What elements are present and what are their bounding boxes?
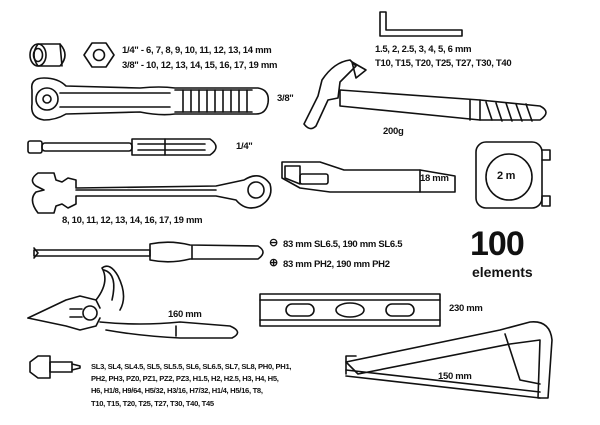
tape-measure-icon — [475, 141, 551, 209]
element-count-number: 100 — [470, 225, 525, 263]
element-count-word: elements — [472, 264, 533, 280]
bit-list-line: SL3, SL4, SL4.5, SL5, SL5.5, SL6, SL6.5,… — [91, 362, 292, 371]
screwdriver-bit-icon — [29, 355, 81, 379]
bit-list-line: T10, T15, T20, T25, T27, T30, T40, T45 — [91, 398, 214, 408]
bit-list-line: H6, H1/8, H9/64, H5/32, H3/16, H7/32, H1… — [91, 386, 263, 396]
utility-knife-icon — [281, 161, 456, 193]
pliers-icon — [27, 265, 239, 339]
bit-list-line: PH2, PH3, PZ0, PZ1, PZ2, PZ3, H1.5, H2, … — [91, 374, 279, 384]
hex-nut-icon — [83, 42, 115, 68]
socket-icon — [29, 43, 66, 67]
pliers-length-label: 160 mm — [168, 309, 202, 320]
spirit-level-icon — [259, 293, 441, 327]
flat-screwdriver-sizes-label: 83 mm SL6.5, 190 mm SL6.5 — [283, 239, 403, 250]
bit-list: SL3, SL4, SL4.5, SL5, SL5.5, SL6, SL6.5,… — [91, 361, 353, 410]
phillips-screwdriver-sizes-label: 83 mm PH2, 190 mm PH2 — [283, 259, 390, 270]
minus-symbol: ⊖ — [269, 237, 278, 249]
knife-blade-label: 18 mm — [420, 173, 449, 184]
level-length-label: 230 mm — [449, 303, 483, 314]
hammer-icon — [303, 59, 547, 130]
saw-length-label: 150 mm — [438, 371, 472, 382]
ratchet-icon — [30, 77, 270, 121]
socket-sizes-quarter: 1/4" - 6, 7, 8, 9, 10, 11, 12, 13, 14 mm — [122, 45, 272, 56]
hacksaw-icon — [345, 321, 553, 399]
plus-symbol: ⊕ — [269, 257, 278, 269]
hex-key-icon — [379, 11, 463, 37]
hex-key-sizes-label: 1.5, 2, 2.5, 3, 4, 5, 6 mm — [375, 44, 472, 55]
socket-sizes-three-eighths: 3/8" - 10, 12, 13, 14, 15, 16, 17, 19 mm — [122, 60, 278, 71]
torx-key-sizes-label: T10, T15, T20, T25, T27, T30, T40 — [375, 58, 512, 69]
tape-length-label: 2 m — [497, 170, 516, 182]
ratchet-size-label: 3/8" — [277, 93, 294, 104]
extension-size-label: 1/4" — [236, 141, 253, 152]
combination-wrench-icon — [31, 172, 272, 214]
flat-screwdriver-icon — [33, 241, 264, 263]
wrench-sizes-label: 8, 10, 11, 12, 13, 14, 16, 17, 19 mm — [62, 215, 203, 226]
extension-bar-icon — [27, 138, 217, 156]
hammer-weight-label: 200g — [383, 126, 404, 137]
